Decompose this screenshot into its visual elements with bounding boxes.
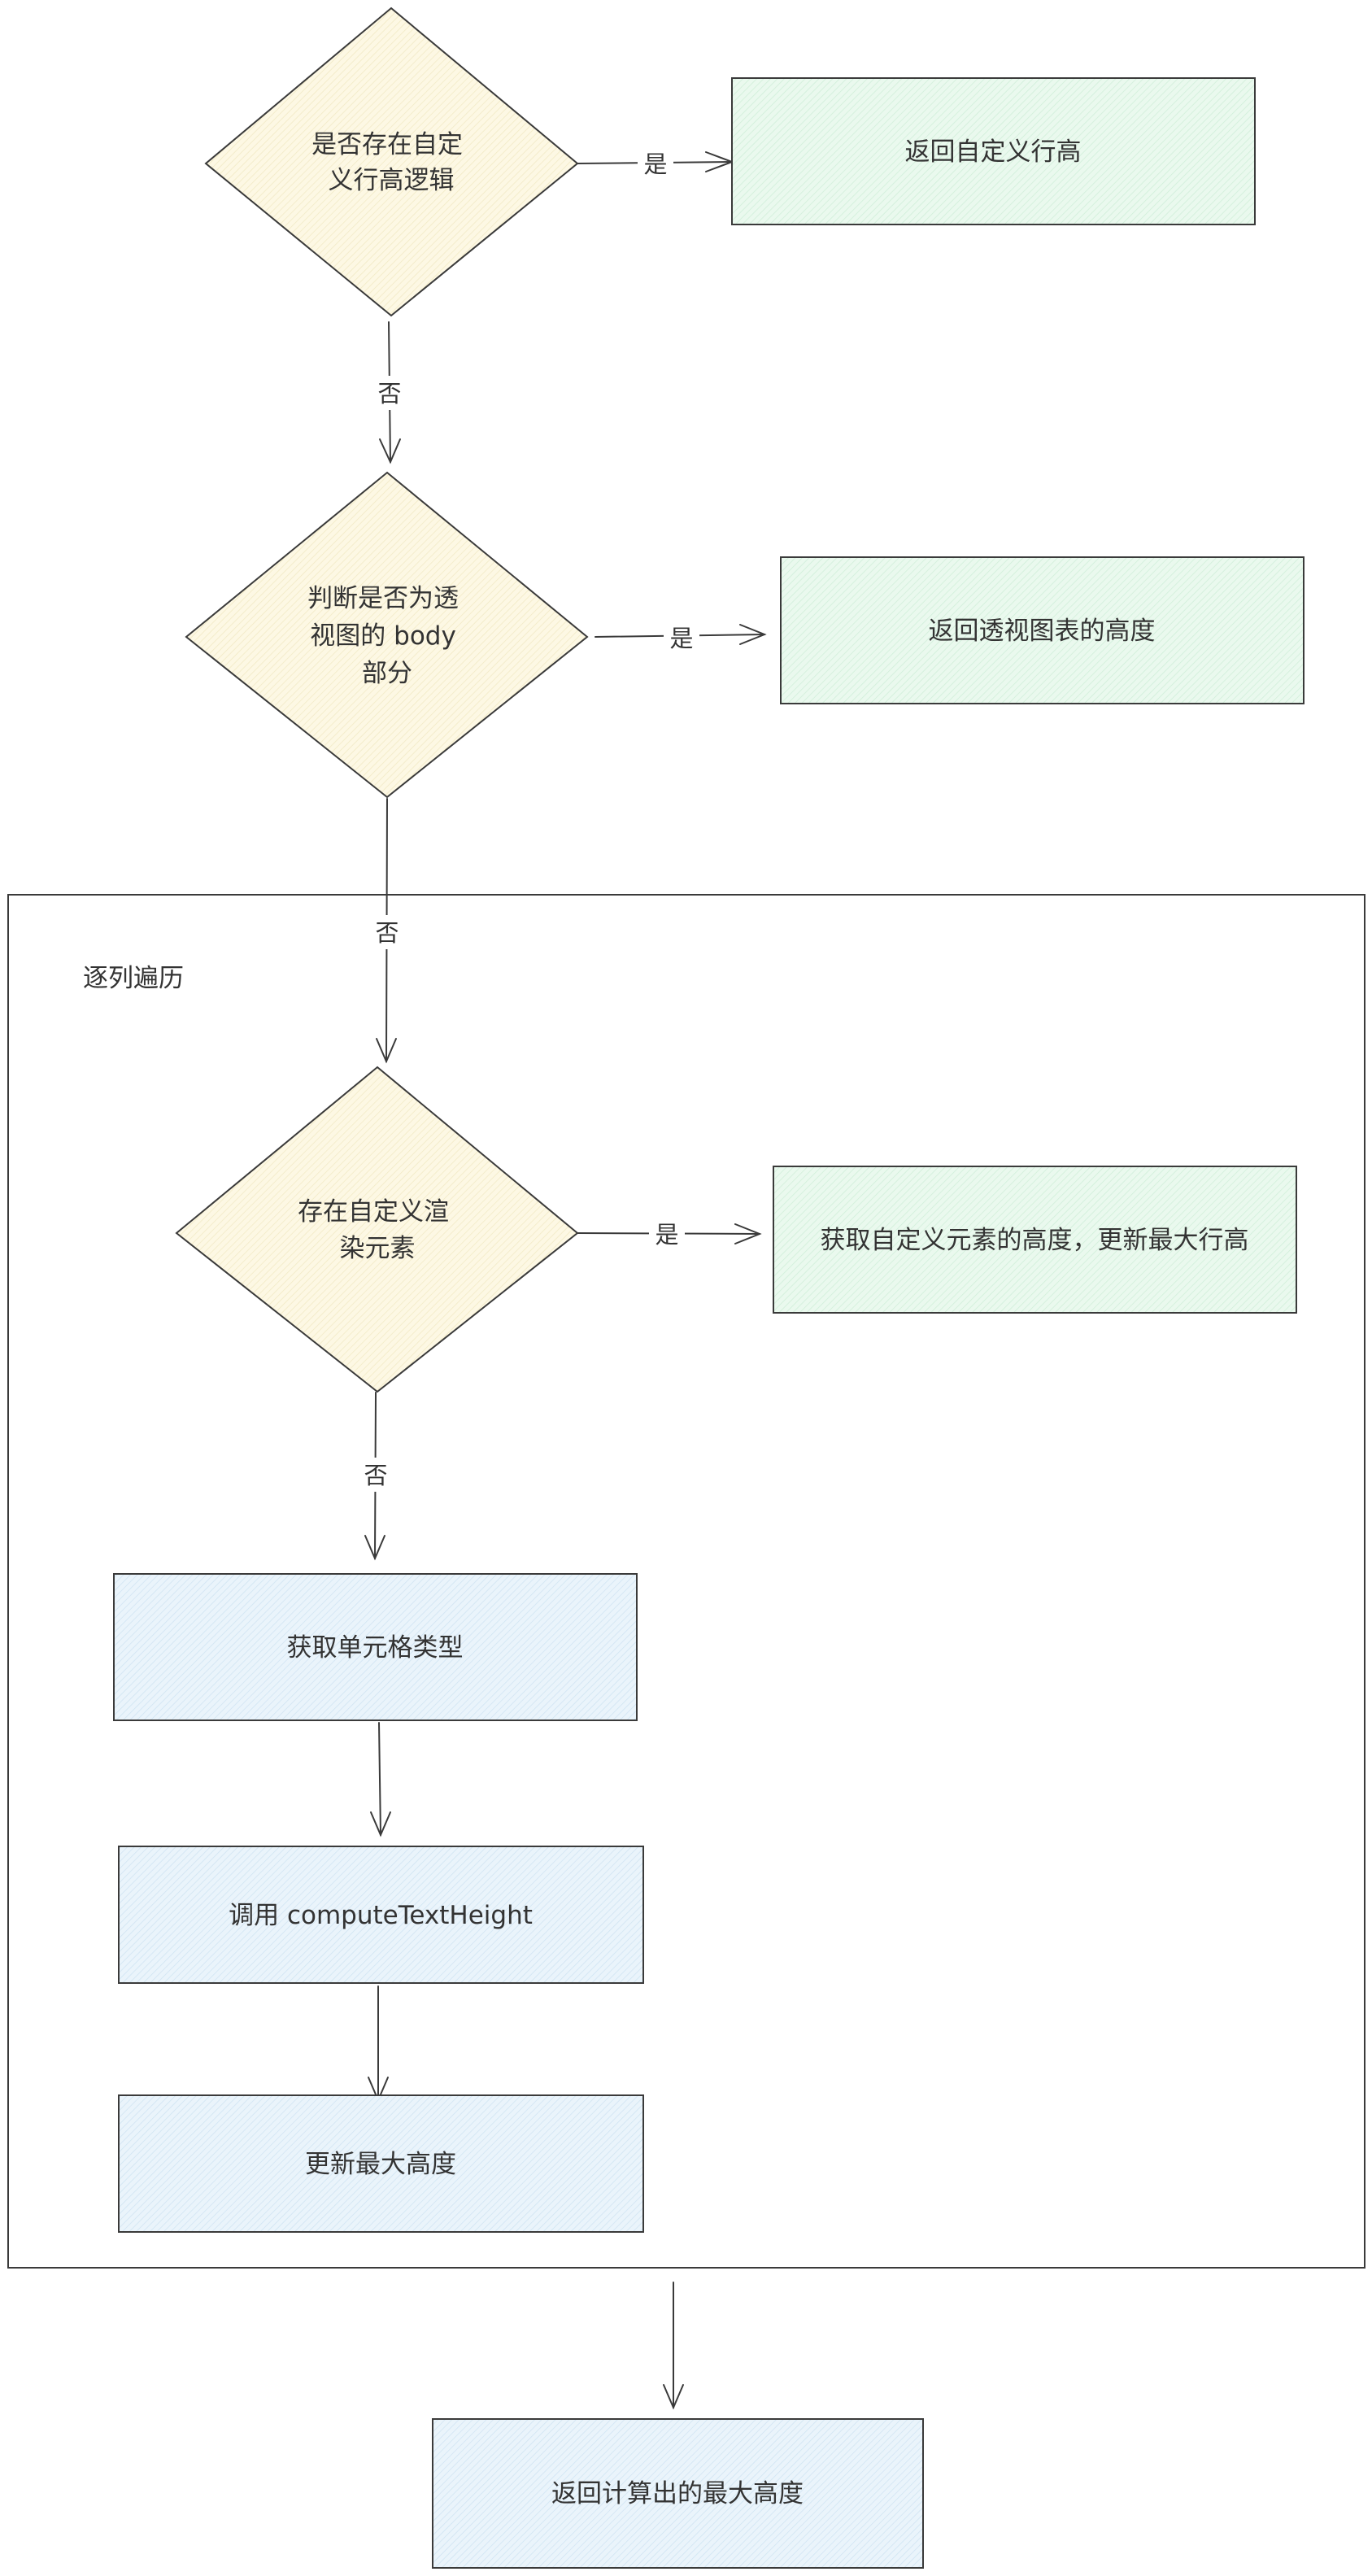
svg-text:返回自定义行高: 返回自定义行高 [905, 137, 1082, 167]
edge-labels: 是 否 是 否 是 否 [358, 148, 699, 1492]
node-text-line: 返回透视图表的高度 [929, 617, 1156, 646]
edge-label-no: 否 [364, 1462, 387, 1489]
edge-label-yes: 是 [669, 625, 693, 652]
svg-text:是否存在自定 义行高逻辑: 是否存在自定 义行高逻辑 [311, 130, 471, 195]
edge-group-n10 [663, 2282, 684, 2410]
node-text-line: 更新最大高度 [305, 2150, 456, 2179]
svg-text:获取单元格类型: 获取单元格类型 [287, 1633, 464, 1663]
node-text-line: 义行高逻辑 [329, 166, 455, 195]
svg-text:更新最大高度: 更新最大高度 [305, 2150, 456, 2179]
decision-custom-row-height: 是否存在自定 义行高逻辑 [204, 7, 579, 317]
loop-group-border [7, 894, 1365, 2269]
edge-n8-n9 [368, 1985, 389, 2103]
node-text-line: 染元素 [340, 1234, 416, 1263]
node-text-line: 返回自定义行高 [905, 137, 1082, 167]
node-text-line: 视图的 body [310, 621, 456, 651]
node-text-line: 是否存在自定 [311, 130, 463, 159]
svg-text:返回计算出的最大高度: 返回计算出的最大高度 [551, 2479, 804, 2508]
node-text-line: 调用 computeTextHeight [229, 1901, 533, 1930]
svg-text:判断是否为透 视图的 body 部分: 判断是否为透 视图的 body 部分 [307, 584, 467, 688]
get-custom-element-height: 获取自定义元素的高度，更新最大行高 [773, 1166, 1297, 1314]
decision-custom-render: 存在自定义渲 染元素 [175, 1066, 579, 1393]
return-pivot-height: 返回透视图表的高度 [780, 556, 1304, 704]
edge-n7-n8 [370, 1722, 391, 1837]
call-compute-text-height: 调用 computeTextHeight [118, 1846, 644, 1984]
loop-group: 逐列遍历 [7, 894, 1365, 2269]
decision-pivot-body: 判断是否为透 视图的 body 部分 [185, 471, 589, 799]
edge-label-yes: 是 [643, 150, 667, 178]
return-custom-row-height: 返回自定义行高 [731, 77, 1256, 225]
update-max-height: 更新最大高度 [118, 2094, 644, 2233]
edge-label-no: 否 [375, 919, 399, 947]
return-computed-max-height: 返回计算出的最大高度 [432, 2418, 924, 2569]
node-text-line: 获取自定义元素的高度，更新最大行高 [821, 1226, 1249, 1255]
svg-text:获取自定义元素的高度，更新最大行高: 获取自定义元素的高度，更新最大行高 [821, 1226, 1249, 1255]
node-text-line: 存在自定义渲 [298, 1197, 449, 1227]
node-text-line: 部分 [362, 659, 412, 688]
edge-label-yes: 是 [655, 1221, 678, 1249]
svg-text:返回透视图表的高度: 返回透视图表的高度 [929, 617, 1156, 646]
edge-label-no: 否 [377, 380, 401, 408]
loop-group-label: 逐列遍历 [83, 964, 184, 993]
node-text-line: 判断是否为透 [307, 584, 459, 613]
svg-text:存在自定义渲 染元素: 存在自定义渲 染元素 [298, 1197, 457, 1263]
get-cell-type: 获取单元格类型 [113, 1573, 638, 1721]
node-text-line: 返回计算出的最大高度 [551, 2479, 804, 2508]
node-text-line: 获取单元格类型 [287, 1633, 464, 1663]
svg-text:调用 computeTextHeight: 调用 computeTextHeight [229, 1901, 533, 1930]
